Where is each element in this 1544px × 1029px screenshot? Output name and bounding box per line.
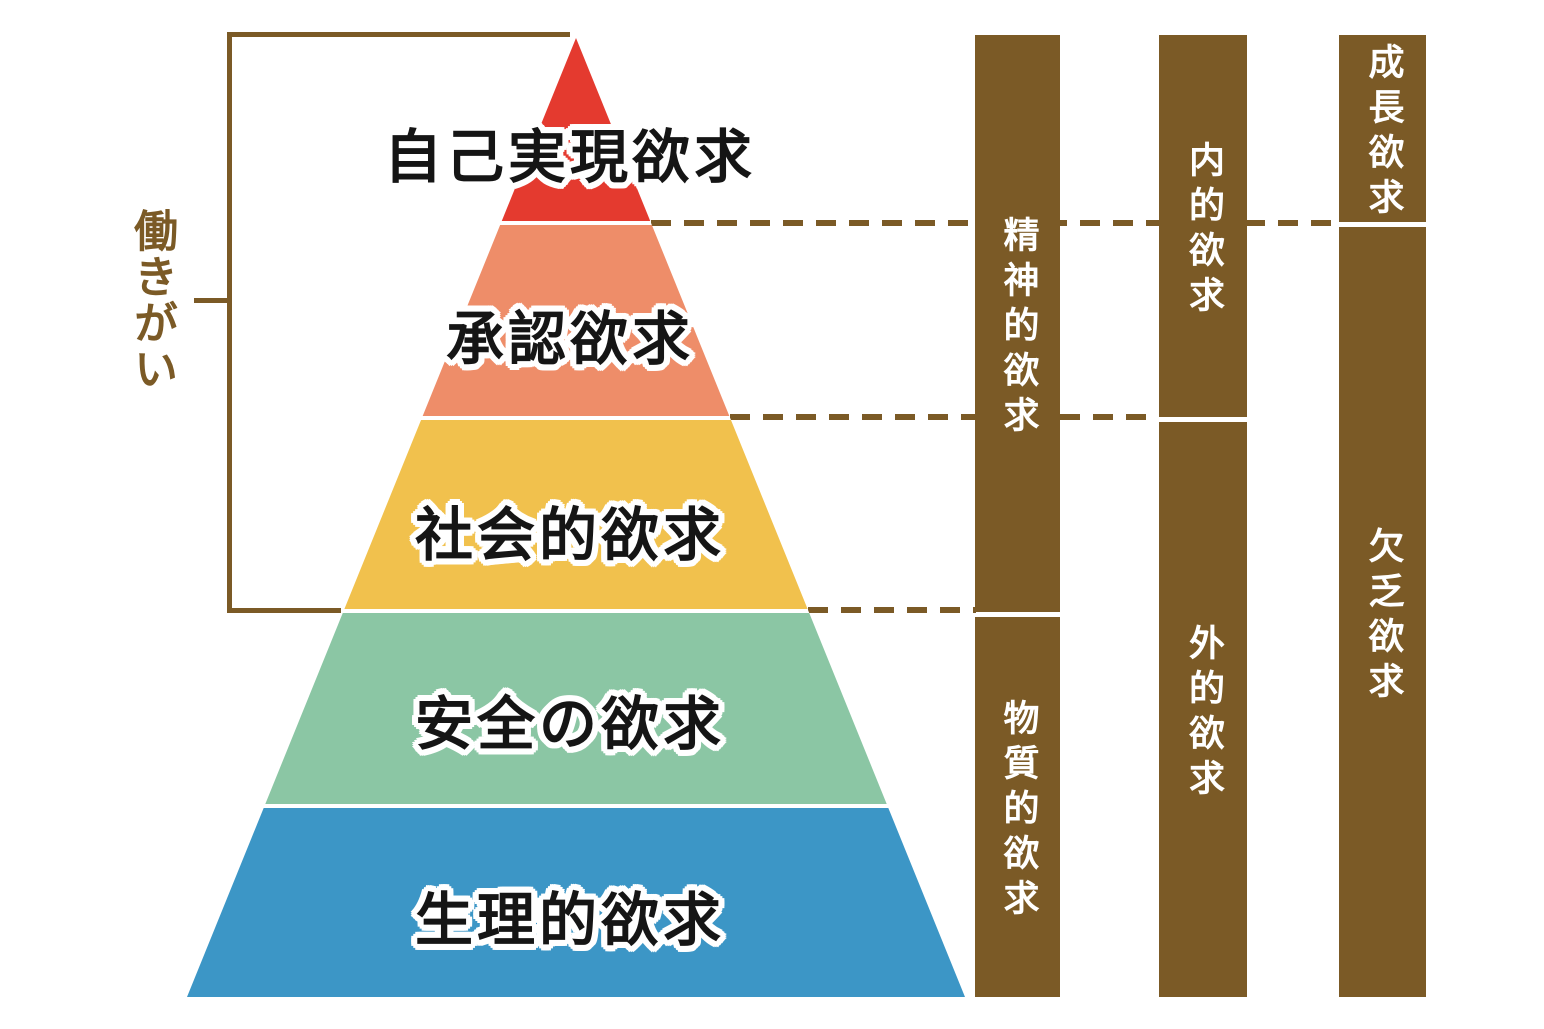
pyramid-level-physiological [187,808,965,997]
bracket-top-line [227,32,570,37]
label-safety: 安全の欲求 [414,690,726,758]
label-self-actualization: 自己実現欲求 [383,123,757,191]
bar-internal-needs-label: 内的欲求 [1183,140,1224,321]
dashed-line-level2-boundary [730,414,1159,420]
bar-material-needs: 物質的欲求 [975,617,1060,997]
pyramid-separator [187,416,965,420]
bar-deficiency-needs-label: 欠乏欲求 [1362,526,1404,707]
bar-internal-needs: 内的欲求 [1159,35,1247,417]
pyramid-separator [187,609,965,613]
bracket-tick [194,298,227,303]
bar-growth-needs: 成長欲求 [1339,35,1426,223]
pyramid-separator [187,804,965,808]
bar-external-needs-label: 外的欲求 [1183,624,1224,804]
label-esteem: 承認欲求 [445,305,695,373]
pyramid-separator [187,221,965,225]
bar-growth-needs-label: 成長欲求 [1362,43,1404,223]
work-motivation-label: 働きがい [126,208,177,392]
bar-mental-needs: 精神的欲求 [975,35,1060,612]
label-physiological: 生理的欲求 [414,886,726,954]
bar-material-needs-label: 物質的欲求 [997,699,1039,924]
dashed-line-level3-boundary [808,607,976,613]
bar-mental-needs-label: 精神的欲求 [997,215,1039,441]
bracket-vertical-line [227,32,232,613]
bar-deficiency-needs: 欠乏欲求 [1339,227,1426,997]
label-social: 社会的欲求 [414,501,726,569]
bar-external-needs: 外的欲求 [1159,422,1247,997]
bracket-bottom-line [227,608,341,613]
